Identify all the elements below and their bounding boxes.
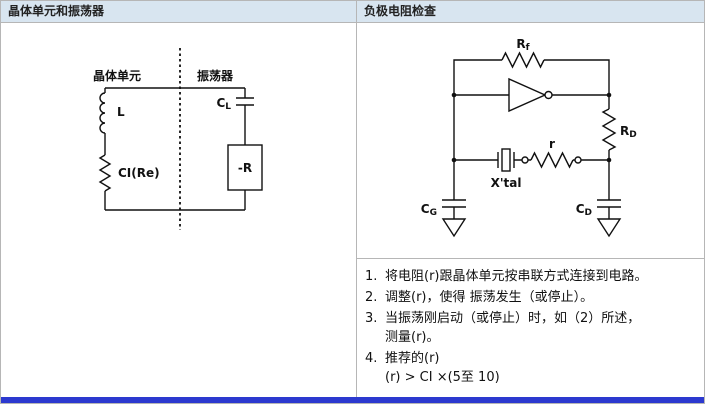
instructions-list: 1. 将电阻(r)跟晶体单元按串联方式连接到电路。 2. 调整(r)，使得 振荡… bbox=[357, 258, 704, 387]
list-item-formula: (r) > CI ×(5至 10) bbox=[385, 370, 500, 385]
list-item-2: 2. 调整(r)，使得 振荡发生（或停止）。 bbox=[365, 288, 698, 307]
cd-label: CD bbox=[576, 202, 592, 218]
inductor-label: L bbox=[117, 105, 125, 119]
left-panel-body: 晶体单元 振荡器 L CI(Re) CL -R bbox=[1, 23, 356, 273]
junction-dot bbox=[606, 157, 612, 163]
list-item-text: 调整(r)，使得 振荡发生（或停止）。 bbox=[385, 290, 594, 305]
wire-feedback-loop bbox=[453, 59, 610, 95]
xtal-label: X'tal bbox=[491, 176, 522, 190]
list-item-number: 2. bbox=[365, 290, 378, 305]
capacitor-cl-symbol bbox=[236, 97, 254, 106]
capacitor-cd-symbol bbox=[597, 199, 621, 208]
list-item-number: 1. bbox=[365, 269, 378, 284]
resistor-r-symbol bbox=[530, 151, 574, 169]
list-item-1: 1. 将电阻(r)跟晶体单元按串联方式连接到电路。 bbox=[365, 267, 698, 286]
capacitor-cg-symbol bbox=[442, 199, 466, 208]
right-panel-body: Rf RD r X'tal bbox=[357, 23, 704, 387]
neg-r-label: -R bbox=[238, 161, 252, 175]
oscillator-label: 振荡器 bbox=[197, 68, 234, 83]
cg-label: CG bbox=[421, 202, 437, 218]
inverter-symbol bbox=[508, 77, 547, 113]
list-item-3: 3. 当振荡刚启动（或停止）时，如（2）所述， 测量(r)。 bbox=[365, 309, 698, 347]
terminal-circle-right bbox=[574, 156, 582, 164]
terminal-circle-left bbox=[521, 156, 529, 164]
resistor-rf-symbol bbox=[501, 51, 545, 69]
r-label: r bbox=[549, 137, 555, 151]
crystal-symbol bbox=[501, 148, 511, 172]
junction-dot bbox=[451, 157, 457, 163]
list-item-text: 将电阻(r)跟晶体单元按串联方式连接到电路。 bbox=[385, 269, 648, 284]
panel-crystal-oscillator: 晶体单元和振荡器 晶体单元 振荡器 L CI(Re) bbox=[1, 1, 357, 397]
crystal-unit-label: 晶体单元 bbox=[93, 68, 141, 83]
ci-re-label: CI(Re) bbox=[118, 166, 160, 180]
ground-symbol-right bbox=[596, 218, 622, 238]
panel-negative-resistance-check: 负极电阻检查 Rf RD bbox=[357, 1, 704, 397]
left-panel-title: 晶体单元和振荡器 bbox=[1, 1, 356, 23]
rf-label: Rf bbox=[516, 37, 529, 53]
negative-resistance-box bbox=[227, 144, 263, 191]
crystal-plates bbox=[497, 152, 515, 168]
bottom-accent-bar bbox=[1, 397, 704, 403]
cl-label: CL bbox=[216, 96, 231, 112]
list-item-text: 当振荡刚启动（或停止）时，如（2）所述， bbox=[385, 311, 641, 326]
list-item-text: 测量(r)。 bbox=[385, 330, 440, 345]
junction-dot bbox=[606, 92, 612, 98]
right-panel-title: 负极电阻检查 bbox=[357, 1, 704, 23]
list-item-number: 4. bbox=[365, 351, 378, 366]
list-item-4: 4. 推荐的(r) (r) > CI ×(5至 10) bbox=[365, 349, 698, 387]
ground-symbol-left bbox=[441, 218, 467, 238]
oscillation-test-circuit-diagram: Rf RD r X'tal bbox=[421, 37, 637, 238]
inverter-bubble bbox=[544, 90, 553, 100]
list-item-number: 3. bbox=[365, 311, 378, 326]
inductor-symbol bbox=[99, 92, 106, 134]
crystal-oscillator-diagram: 晶体单元 振荡器 L CI(Re) CL -R bbox=[93, 48, 263, 230]
list-item-text: 推荐的(r) bbox=[385, 351, 440, 366]
junction-dot bbox=[451, 92, 457, 98]
resistor-rd-symbol bbox=[601, 108, 617, 151]
resistor-ci-symbol bbox=[98, 154, 112, 192]
rd-label: RD bbox=[620, 124, 637, 140]
